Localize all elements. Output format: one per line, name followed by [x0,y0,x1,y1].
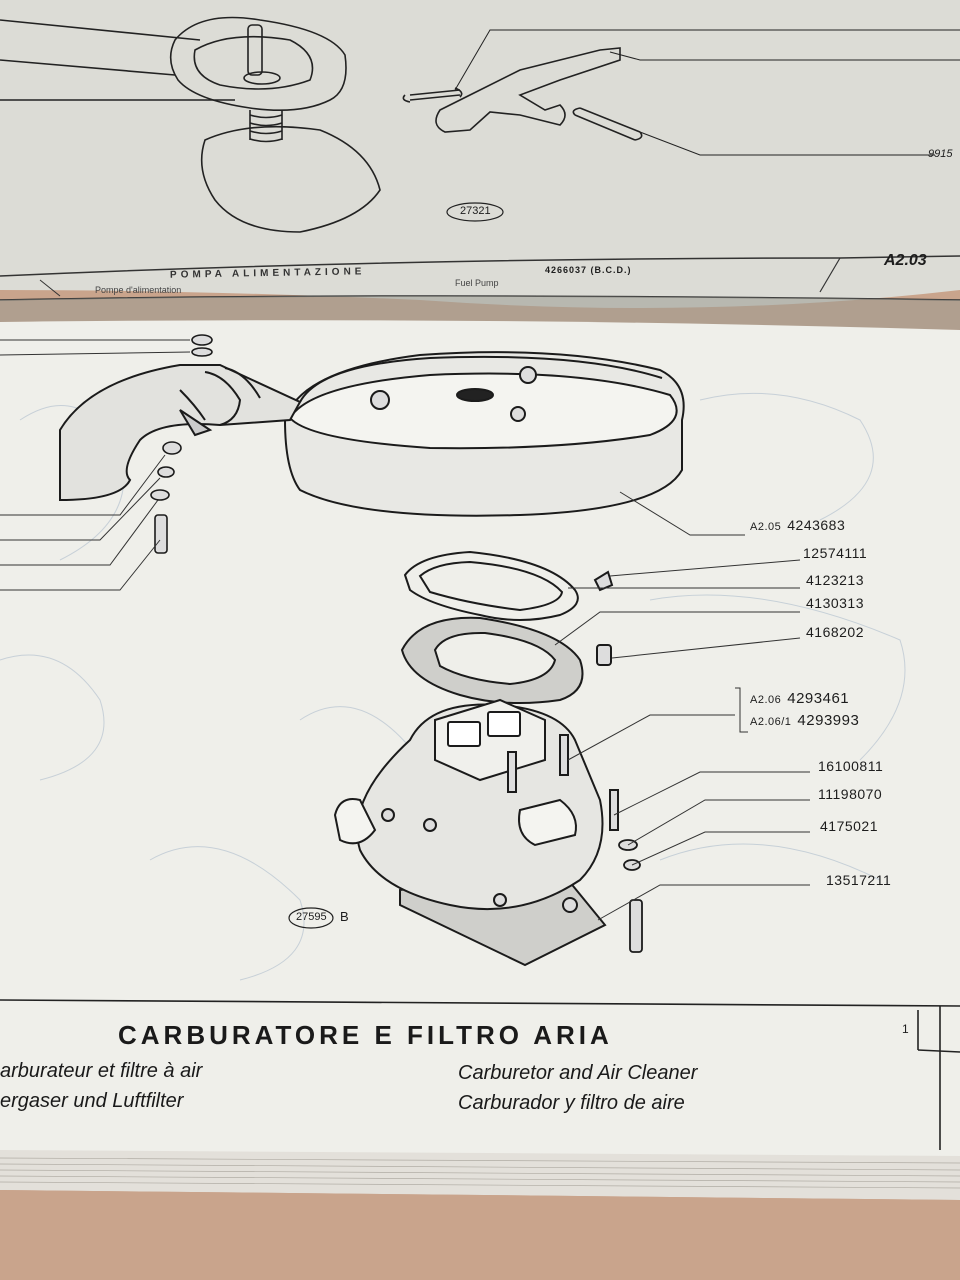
gasket-drawing [400,550,614,705]
carburetor-drawing [333,698,619,967]
part-label-spacer: 4130313 [806,595,865,611]
lower-figure-ref: 27595 [296,911,327,923]
upper-partial-part-number: 9915 [928,148,953,160]
part-label-lock-washer: 4175021 [820,818,879,834]
part-label-stud: 16100811 [818,758,884,774]
fuel-pump-drawing [0,16,960,233]
upper-figure-ref: 27321 [460,205,491,217]
upper-section-code: A2.03 [884,252,927,269]
part-label-long-stud: 13517211 [826,872,892,888]
lower-figure-suffix: B [340,909,349,924]
upper-sub-en: Fuel Pump [455,278,499,288]
upper-sub-fr: Pompe d'alimentation [95,285,182,295]
air-cleaner-drawing [59,351,685,517]
subtitle-german: ergaser und Luftfilter [0,1090,184,1112]
page-number: 1 [902,1022,909,1036]
subtitle-english: Carburetor and Air Cleaner [458,1062,698,1084]
page-title: CARBURATORE E FILTRO ARIA [118,1020,613,1050]
part-label-nut: 12574111 [803,545,868,561]
part-label-washer: 11198070 [818,786,883,802]
subtitle-french: arburateur et filtre à air [0,1060,203,1082]
part-label-bushing: 4168202 [806,624,865,640]
upper-title-code: 4266037 (B.C.D.) [545,265,632,275]
subtitle-spanish: Carburador y filtro de aire [458,1092,685,1114]
part-label-gasket: 4123213 [806,572,865,588]
